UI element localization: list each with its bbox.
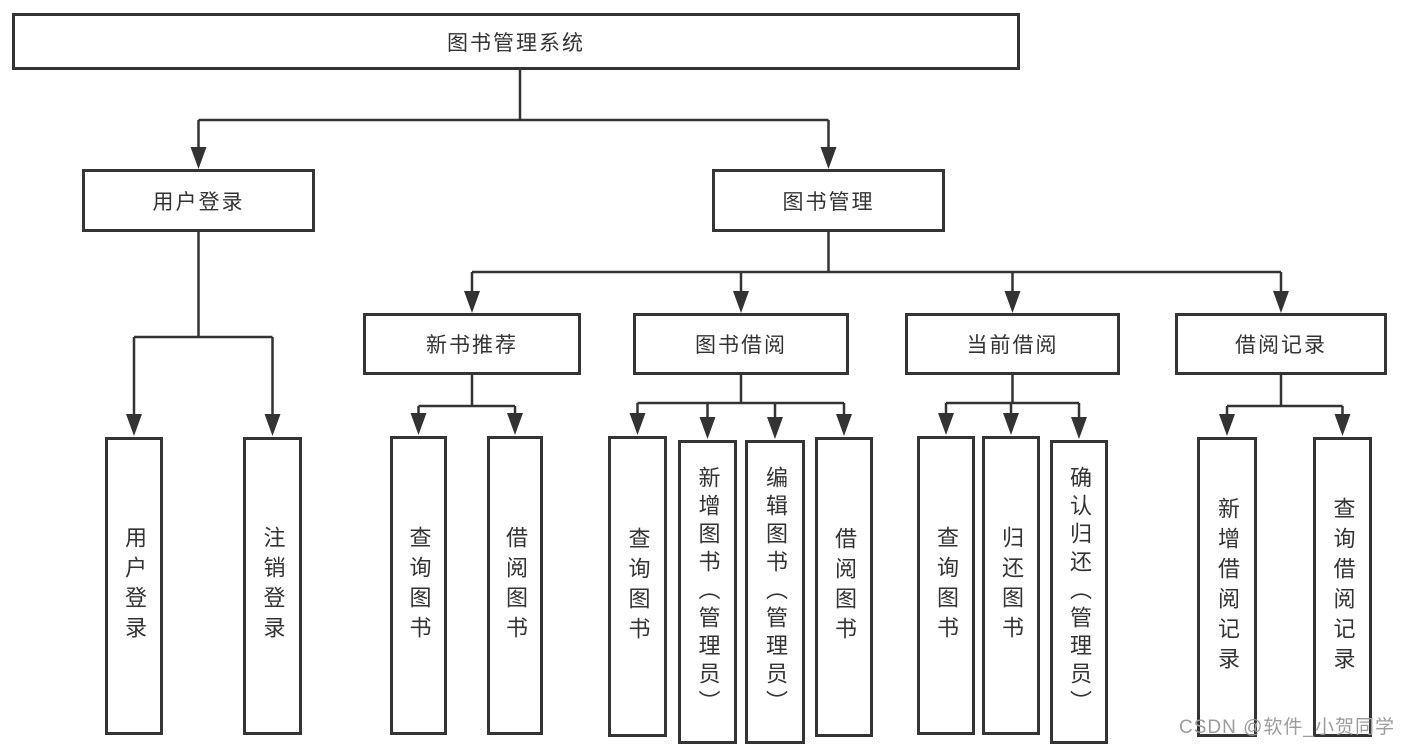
arrow-icon — [699, 417, 716, 439]
connector-userlogin-to-leaves — [132, 232, 274, 418]
arrowheads — [126, 147, 1351, 439]
node-borrow-records: 借阅记录 — [1175, 313, 1387, 375]
connector-bookmgmt-to-modules — [470, 232, 1283, 295]
arrow-icon — [820, 147, 837, 169]
node-library-system-label: 图书管理系统 — [447, 31, 585, 55]
arrow-icon — [410, 413, 427, 435]
arrow-icon — [1071, 417, 1087, 439]
arrow-icon — [733, 291, 749, 313]
arrow-icon — [464, 291, 480, 313]
node-user-login-label: 用户登录 — [152, 190, 245, 214]
connector-record-to-leaves — [1225, 375, 1344, 420]
arrow-icon — [1273, 291, 1289, 313]
connector-borrow-to-leaves — [636, 375, 846, 423]
leaf-borrowing-query-book: 查询图书 — [608, 436, 667, 737]
node-book-management: 图书管理 — [712, 169, 945, 232]
arrow-icon — [1219, 414, 1235, 436]
node-new-book-recommend-label: 新书推荐 — [426, 334, 518, 357]
leaf-current-query-book: 查询图书 — [917, 436, 975, 735]
arrow-icon — [629, 413, 646, 435]
arrow-icon — [264, 414, 281, 436]
node-current-borrowing-label: 当前借阅 — [966, 334, 1059, 357]
arrow-icon — [836, 414, 852, 436]
leaf-query-borrow-record: 查询借阅记录 — [1313, 437, 1372, 737]
leaf-edit-book-admin: 编辑图书（管理员） — [745, 440, 805, 744]
arrow-icon — [190, 147, 207, 169]
leaf-newbook-borrow-book: 借阅图书 — [487, 436, 543, 735]
node-user-login: 用户登录 — [82, 169, 315, 232]
leaf-add-borrow-record: 新增借阅记录 — [1197, 437, 1257, 737]
connector-newbook-to-leaves — [417, 375, 517, 419]
node-book-management-label: 图书管理 — [782, 190, 875, 214]
node-book-borrowing: 图书借阅 — [633, 313, 849, 375]
node-borrow-records-label: 借阅记录 — [1235, 334, 1327, 357]
arrow-icon — [938, 413, 954, 435]
leaf-add-book-admin: 新增图书（管理员） — [678, 440, 737, 744]
node-library-system: 图书管理系统 — [12, 13, 1020, 70]
arrow-icon — [1004, 291, 1021, 313]
arrow-icon — [767, 417, 783, 439]
leaf-borrowing-borrow-book: 借阅图书 — [815, 437, 873, 737]
arrow-icon — [1003, 413, 1019, 435]
connector-current-to-leaves — [944, 375, 1081, 423]
node-book-borrowing-label: 图书借阅 — [695, 334, 787, 357]
node-current-borrowing: 当前借阅 — [905, 313, 1120, 375]
leaf-confirm-return-admin: 确认归还（管理员） — [1050, 440, 1108, 744]
watermark: CSDN @软件_小贺同学 — [1179, 717, 1395, 738]
node-new-book-recommend: 新书推荐 — [363, 313, 581, 375]
leaf-user-login: 用户登录 — [105, 437, 163, 735]
arrow-icon — [126, 414, 142, 436]
connector-root-to-level2 — [197, 70, 830, 150]
leaf-return-book: 归还图书 — [982, 436, 1040, 735]
arrow-icon — [1334, 414, 1351, 436]
leaf-logout: 注销登录 — [243, 437, 302, 735]
arrow-icon — [507, 413, 523, 435]
leaf-newbook-query-book: 查询图书 — [390, 436, 447, 735]
